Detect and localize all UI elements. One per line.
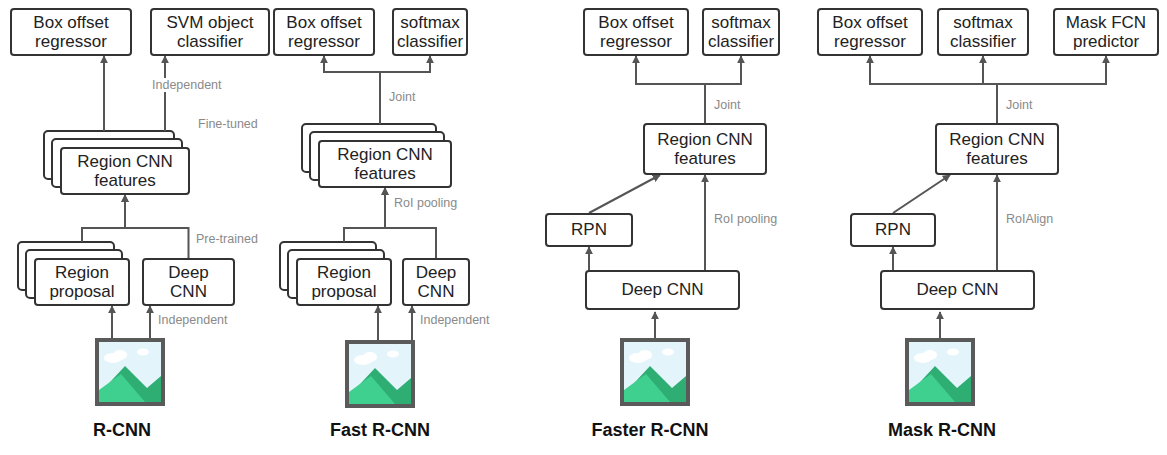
process-box: Mask FCN predictor [1053, 8, 1159, 56]
process-box: softmax classifier [937, 8, 1029, 56]
process-box: RPN [850, 213, 936, 247]
box-text: Deep CNN [621, 280, 703, 299]
box-text: Region CNN features [942, 130, 1052, 168]
edge-label: RoI pooling [712, 212, 779, 226]
box-text: Region CNN features [67, 152, 183, 190]
process-box: Deep CNN [142, 258, 235, 306]
edge-label: Joint [712, 98, 742, 112]
box-text: Mask FCN predictor [1060, 13, 1152, 51]
box-text: Box offset regressor [824, 13, 916, 51]
process-box: Region CNN features [60, 147, 190, 195]
connector-arrow [893, 175, 950, 213]
box-text: Region proposal [41, 263, 123, 301]
edge-note: Independent [418, 313, 492, 327]
process-box: Box offset regressor [817, 8, 923, 56]
box-text: RPN [571, 220, 607, 239]
connector-arrow [892, 247, 894, 270]
box-text: Box offset regressor [590, 13, 682, 51]
box-text: softmax classifier [708, 13, 774, 51]
box-text: softmax classifier [944, 13, 1022, 51]
connector-arrow [164, 56, 166, 131]
edge-label: RoIAlign [1004, 212, 1055, 226]
edge-label: RoI pooling [392, 196, 459, 210]
process-box: Region proposal [296, 258, 392, 306]
process-box: SVM object classifier [150, 8, 270, 56]
connector-arrow [997, 56, 1106, 123]
model-title: Fast R-CNN [330, 420, 430, 441]
input-arrow [112, 306, 940, 340]
edge-label: Joint [1004, 98, 1034, 112]
process-box: RPN [545, 213, 633, 247]
edge-label: Joint [387, 90, 417, 104]
process-box: Box offset regressor [583, 8, 689, 56]
box-text: Region proposal [303, 263, 385, 301]
connector-arrow [588, 247, 590, 270]
connector-arrow [704, 175, 706, 270]
box-text: Region CNN features [650, 130, 760, 168]
box-text: RPN [875, 220, 911, 239]
process-box: softmax classifier [392, 8, 468, 56]
process-box: Region CNN features [935, 123, 1059, 175]
model-title: Faster R-CNN [591, 420, 708, 441]
edge-note: Independent [156, 313, 230, 327]
connector-arrow [589, 175, 660, 213]
process-box: Region CNN features [318, 140, 452, 188]
connector-arrow [103, 56, 105, 131]
connector-arrow [82, 195, 125, 242]
box-text: Region CNN features [325, 145, 445, 183]
connector-arrow [125, 195, 189, 258]
box-text: Box offset regressor [17, 13, 125, 51]
connector-arrow [344, 188, 385, 242]
model-title: R-CNN [93, 420, 151, 441]
process-box: Box offset regressor [273, 8, 375, 56]
edge-label: Pre-trained [194, 232, 260, 246]
box-text: Deep CNN [916, 280, 998, 299]
process-box: Region proposal [34, 258, 130, 306]
process-box: Deep CNN [402, 258, 470, 306]
connector-arrow [870, 56, 997, 123]
process-box: Deep CNN [880, 270, 1035, 310]
model-title: Mask R-CNN [888, 420, 996, 441]
connector-arrow [324, 56, 380, 124]
process-box: Region CNN features [643, 123, 767, 175]
box-text: Deep CNN [149, 263, 228, 301]
connector-arrow [380, 56, 430, 124]
input-image [97, 340, 973, 406]
process-box: softmax classifier [702, 8, 780, 56]
box-text: Box offset regressor [280, 13, 368, 51]
connector-arrow [983, 56, 997, 123]
box-text: Deep CNN [409, 263, 463, 301]
edge-label: Independent [150, 78, 224, 92]
box-text: SVM object classifier [157, 13, 263, 51]
box-text: softmax classifier [397, 13, 463, 51]
process-box: Box offset regressor [10, 8, 132, 56]
connector-arrow [705, 56, 741, 123]
process-box: Deep CNN [585, 270, 740, 310]
connector-arrow [636, 56, 705, 123]
edge-note: Fine-tuned [196, 117, 260, 131]
connector-arrow [996, 175, 998, 270]
